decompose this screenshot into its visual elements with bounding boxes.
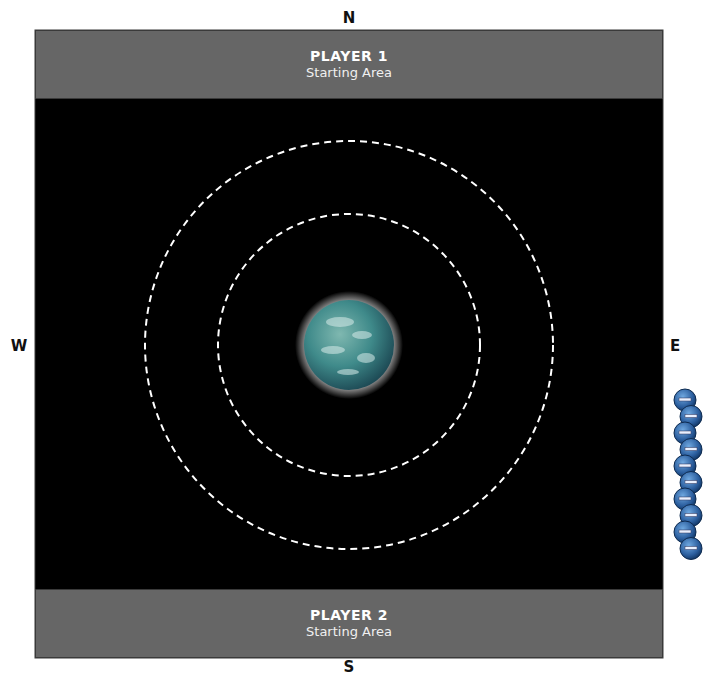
starting-area-band: PLAYER 1Starting Area	[35, 30, 663, 99]
planet-glow	[295, 291, 403, 399]
area-caption: Starting Area	[306, 624, 392, 640]
token-stack	[674, 389, 702, 560]
compass-label: W	[11, 339, 28, 354]
area-caption: Starting Area	[306, 65, 392, 81]
player-heading: PLAYER 1	[310, 48, 388, 65]
space-field	[35, 30, 663, 658]
planet	[304, 300, 394, 390]
compass-label: S	[344, 660, 355, 675]
fleet-token	[680, 538, 702, 560]
outer-orbit	[145, 141, 553, 549]
inner-orbit	[218, 214, 480, 476]
player-heading: PLAYER 2	[310, 607, 388, 624]
compass-label: E	[670, 339, 680, 354]
compass-label: N	[343, 11, 356, 26]
planet-clouds	[321, 317, 375, 375]
starting-area-band: PLAYER 2Starting Area	[35, 589, 663, 658]
